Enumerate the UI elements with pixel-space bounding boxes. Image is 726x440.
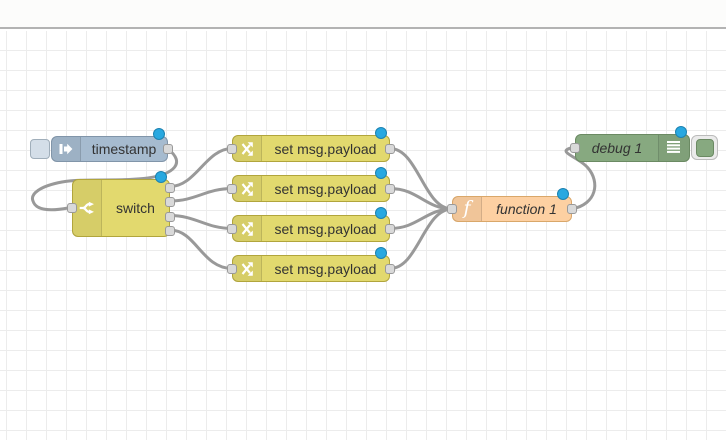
output-port-3[interactable] [165,211,175,222]
input-port[interactable] [227,183,237,194]
modified-indicator [153,128,165,140]
node-label: debug 1 [591,140,643,156]
modified-indicator [675,126,687,138]
node-label: set msg.payload [274,220,377,237]
switch-icon [73,180,102,236]
node-label: function 1 [496,201,557,217]
input-port[interactable] [227,223,237,234]
change-icon [233,176,262,201]
input-port[interactable] [67,203,77,213]
change-icon [233,136,262,161]
node-label: set msg.payload [274,260,377,277]
wire-function-to-debug[interactable] [564,146,597,211]
node-debug-1[interactable]: debug 1 [570,126,718,162]
modified-indicator [375,247,387,259]
node-label: timestamp [91,141,157,157]
node-label: set msg.payload [274,180,377,197]
inject-icon [52,137,81,161]
node-change-2[interactable]: set msg.payload [227,167,395,202]
input-port[interactable] [227,263,237,274]
output-port[interactable] [385,183,395,194]
node-change-3[interactable]: set msg.payload [227,207,395,242]
node-change-1[interactable]: set msg.payload [227,127,395,162]
debug-toggle-button[interactable] [691,135,718,160]
wire-switch3-to-change3[interactable] [168,214,234,230]
output-port-1[interactable] [165,182,175,193]
output-port[interactable] [163,144,173,154]
wire-switch2-to-change2[interactable] [168,187,234,203]
inject-trigger-button[interactable] [30,139,50,159]
node-label: set msg.payload [274,140,377,157]
input-port[interactable] [227,143,237,154]
change-icon [233,216,262,241]
output-port[interactable] [385,143,395,154]
debug-sidebar-icon [658,135,689,161]
node-inject-timestamp[interactable]: timestamp [30,128,173,162]
node-switch[interactable]: switch [67,171,175,237]
modified-indicator [557,188,569,200]
wire-timestamp-to-switch[interactable] [31,147,179,212]
output-port-2[interactable] [165,197,175,207]
wire-change4-to-function[interactable] [388,207,454,270]
modified-indicator [375,207,387,219]
node-label: switch [116,200,155,216]
debug-toggle-state [695,138,714,157]
input-port[interactable] [570,143,580,153]
modified-indicator [155,171,167,183]
function-icon: f [453,197,482,221]
output-port[interactable] [567,204,577,214]
output-port-4[interactable] [165,226,175,236]
modified-indicator [375,167,387,179]
output-port[interactable] [385,223,395,234]
input-port[interactable] [447,204,457,214]
node-change-4[interactable]: set msg.payload [227,247,395,282]
output-port[interactable] [385,263,395,274]
change-icon [233,256,262,281]
wire-switch1-to-change1[interactable] [168,147,234,188]
node-function-1[interactable]: f function 1 [447,188,577,222]
modified-indicator [375,127,387,139]
workspace-top-edge [0,0,726,29]
wire-switch4-to-change4[interactable] [168,228,234,270]
